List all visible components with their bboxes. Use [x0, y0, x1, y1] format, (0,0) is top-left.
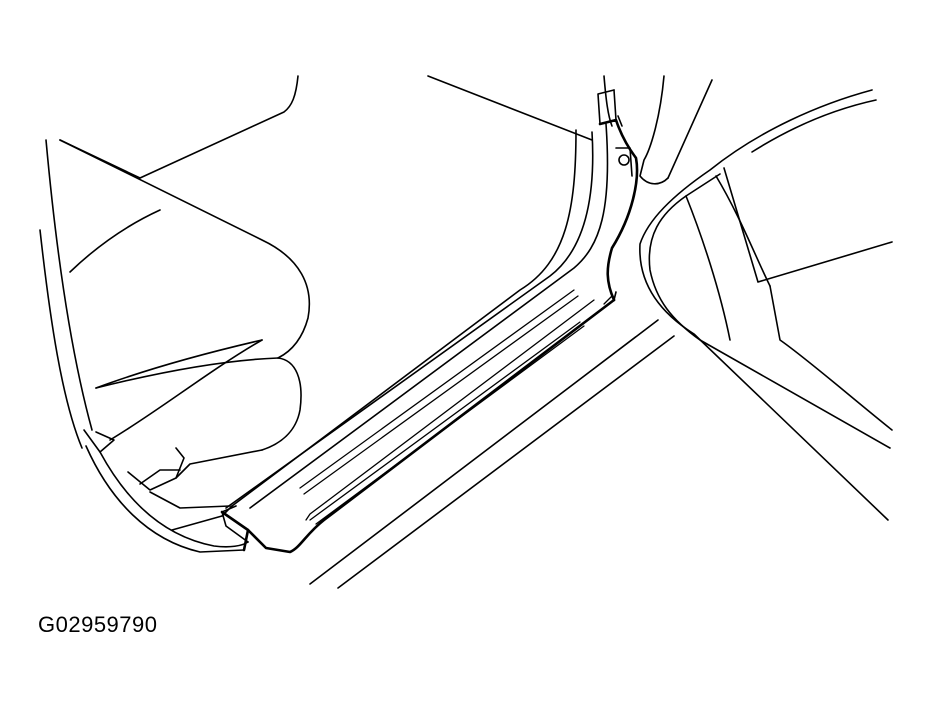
seat-back: [59, 75, 299, 179]
seat-cushion: [59, 139, 311, 451]
door-sill-scuff-plate: [220, 89, 639, 554]
b-pillar-trim: [39, 139, 249, 553]
seat-rail: [127, 447, 263, 531]
front-wall: [231, 75, 593, 507]
front-door-open: [603, 75, 893, 521]
screw-hole-icon: [618, 154, 630, 166]
rocker-panel: [309, 319, 675, 589]
figure-id: G02959790: [38, 612, 158, 637]
